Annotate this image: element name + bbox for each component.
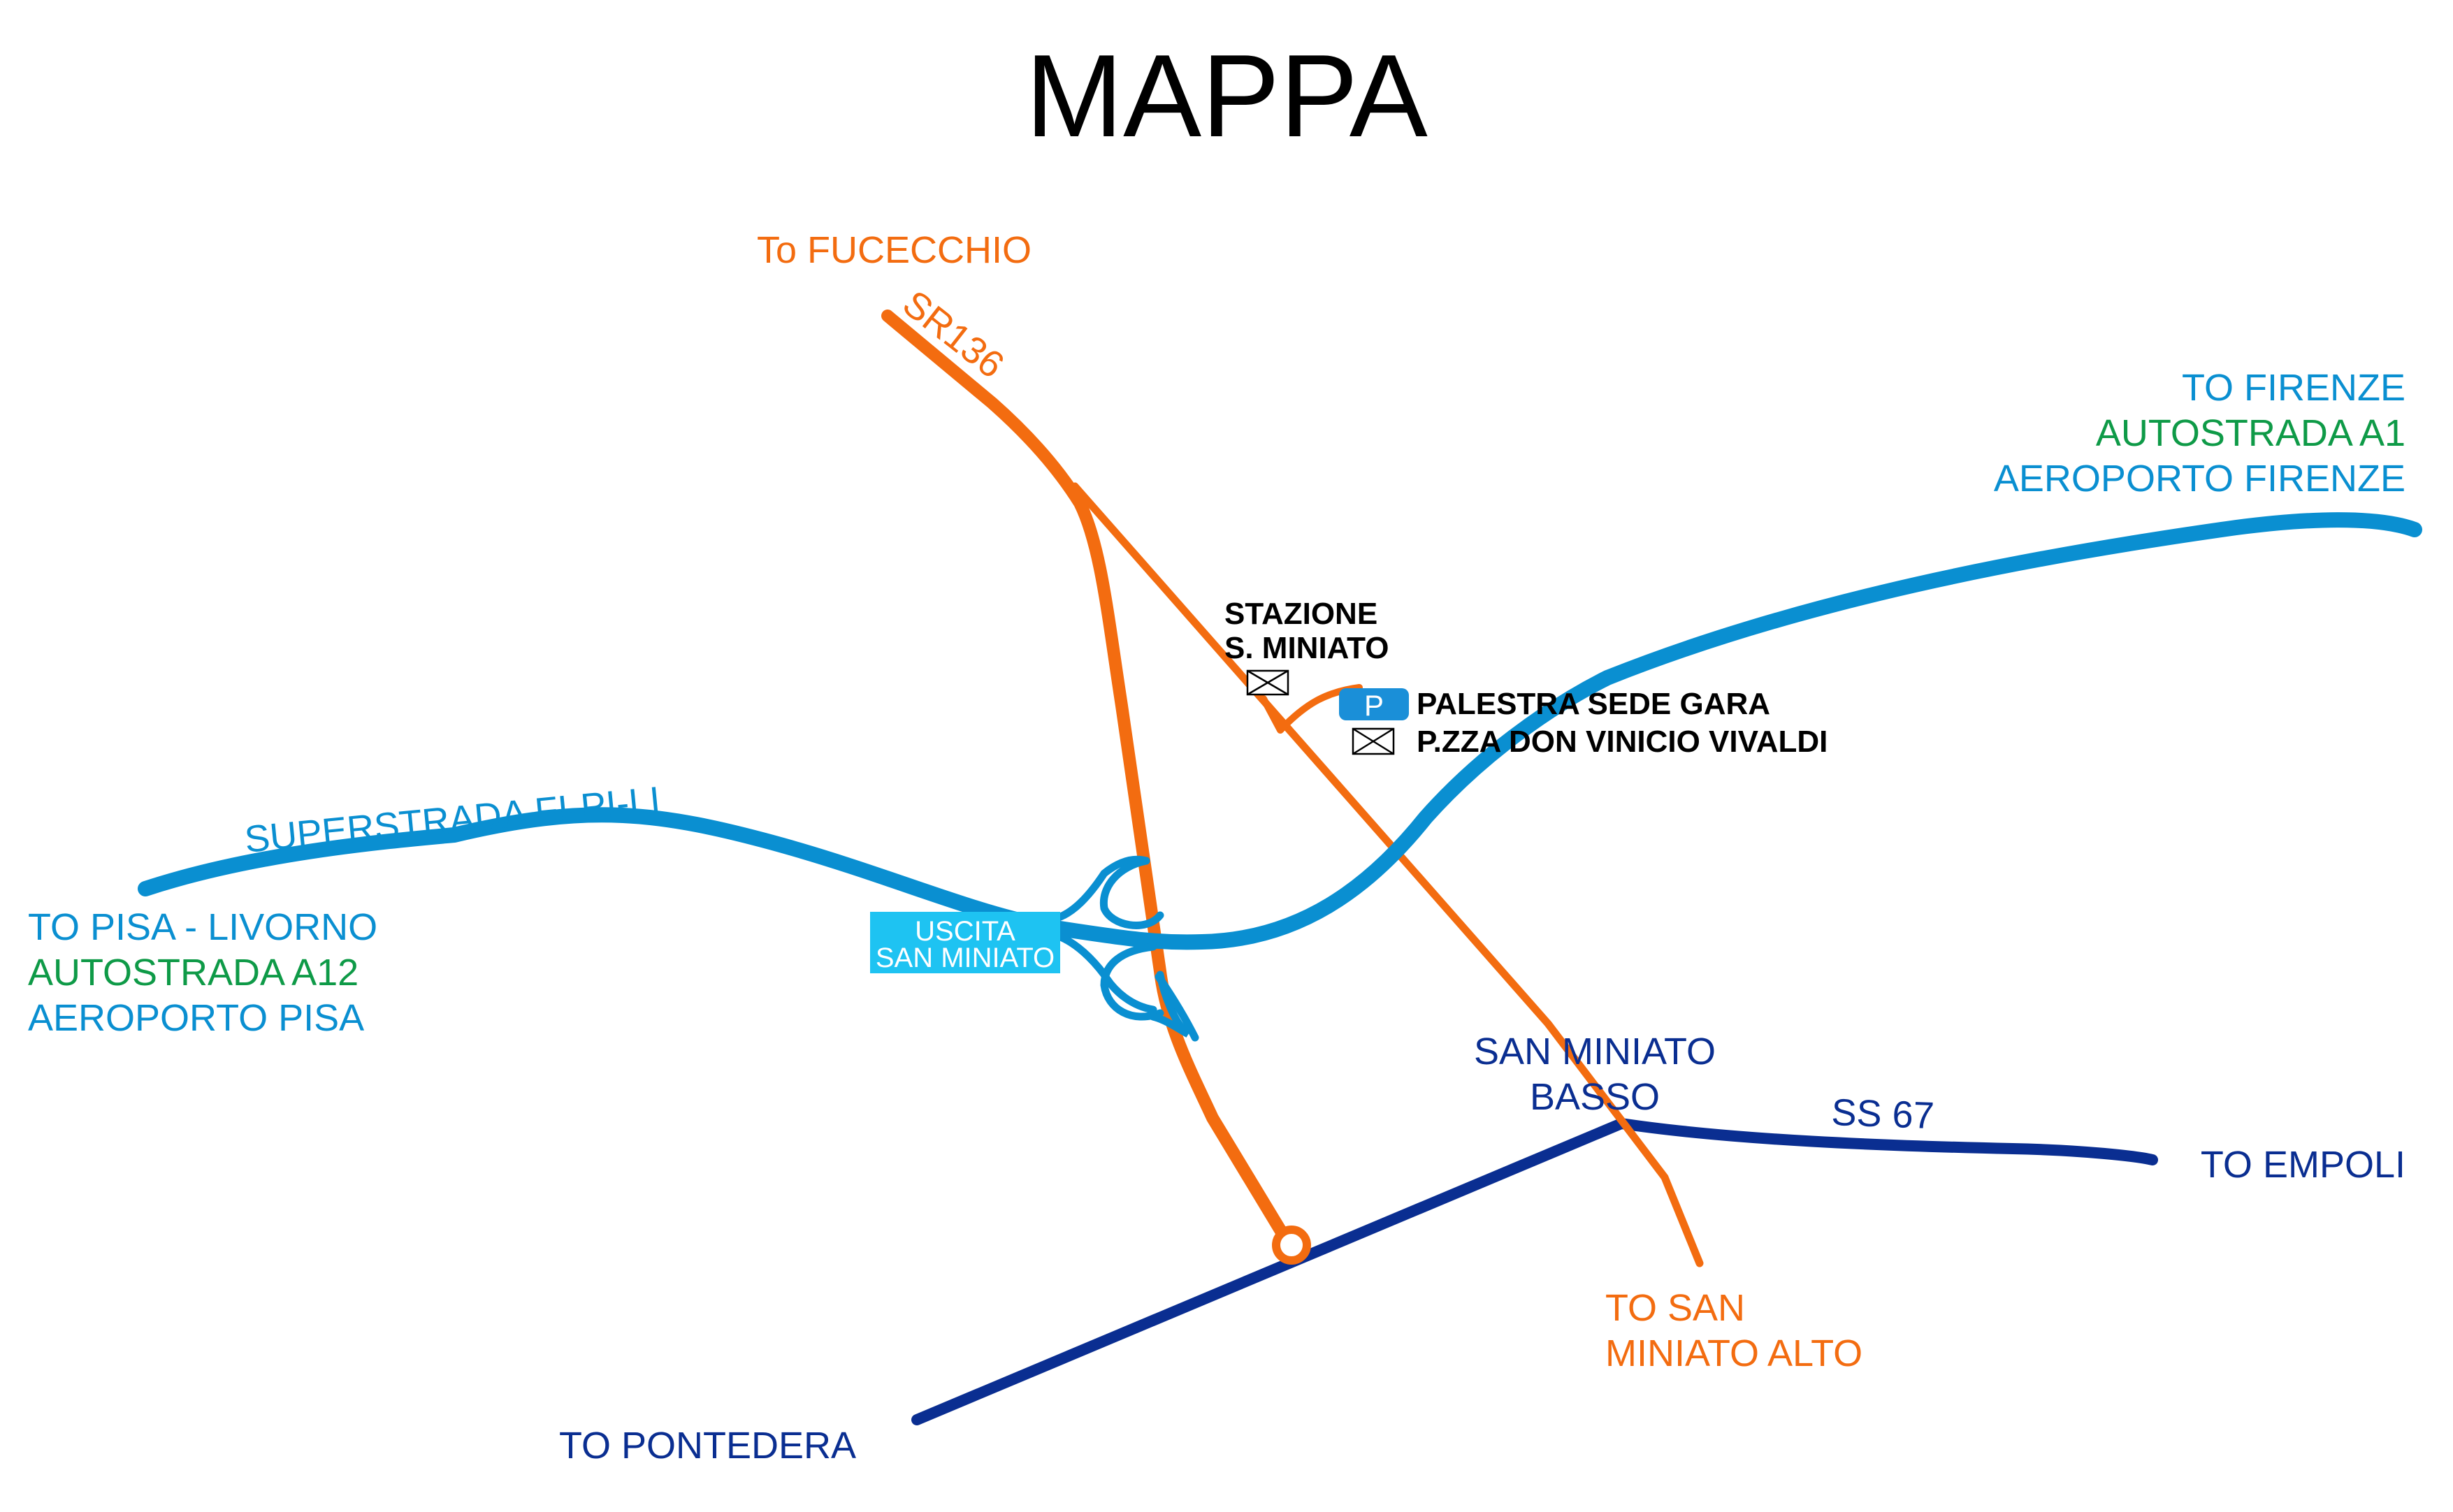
page-title: MAPPA [1025,30,1428,161]
ss67-road [911,1118,2158,1425]
exit-label-line1: USCITA [915,916,1015,947]
venue-name: PALESTRA SEDE GARA [1417,687,1770,721]
sr136-thin-road [1071,482,1704,1267]
exit-label-box [870,912,1060,973]
to-pisa-livorno-label: TO PISA - LIVORNO [28,906,377,948]
superstrada-label: SUPERSTRADA FI-PI-LI [243,779,662,861]
parking-icon [1339,688,1409,720]
aeroporto-firenze-label: AEROPORTO FIRENZE [1994,458,2405,500]
superstrada-road [138,512,2422,950]
parking-symbol: P [1364,689,1384,722]
station-label-line1: STAZIONE [1224,597,1377,631]
sr136-road [881,310,1296,1251]
autostrada-a12-label: AUTOSTRADA A12 [28,952,359,994]
exit-label-line2: SAN MINIATO [876,943,1055,973]
station-envelope-icon [1246,669,1289,696]
san-miniato-basso-label-line1: SAN MINIATO [1474,1031,1716,1073]
autostrada-a1-label: AUTOSTRADA A1 [2096,412,2405,454]
to-pontedera-label: TO PONTEDERA [559,1425,856,1467]
to-fucecchio-label: To FUCECCHIO [757,229,1032,271]
to-san-miniato-alto-label-line1: TO SAN [1605,1287,1745,1329]
venue-envelope-icon [1352,727,1395,755]
roundabout-icon [1272,1226,1311,1265]
to-firenze-label: TO FIRENZE [2182,367,2405,409]
san-miniato-basso-label-line2: BASSO [1530,1076,1660,1118]
to-san-miniato-alto-label-line2: MINIATO ALTO [1605,1332,1862,1374]
aeroporto-pisa-label: AEROPORTO PISA [28,997,364,1039]
interchange-ramps [1048,855,1199,1042]
station-label-line2: S. MINIATO [1224,631,1389,665]
ss67-label: SS 67 [1831,1091,1935,1137]
venue-address: P.ZZA DON VINICIO VIVALDI [1417,725,1828,759]
to-empoli-label: TO EMPOLI [2201,1144,2405,1186]
